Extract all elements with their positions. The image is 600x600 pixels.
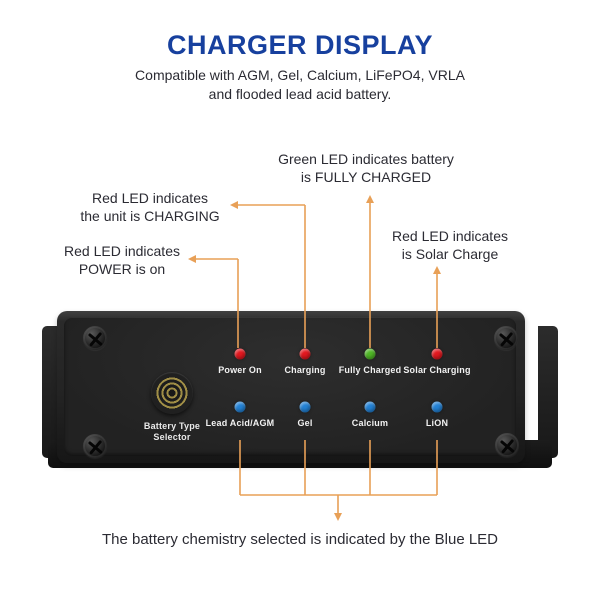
note-charging: Red LED indicates the unit is CHARGING bbox=[80, 189, 219, 225]
subtitle-line-1: Compatible with AGM, Gel, Calcium, LiFeP… bbox=[135, 67, 465, 83]
blue-led-arrowhead-icon bbox=[334, 513, 342, 521]
charger-faceplate: Battery Type Selector Power On Charging … bbox=[64, 317, 519, 458]
note-battery-chemistry: The battery chemistry selected is indica… bbox=[101, 531, 499, 548]
gel-label: Gel bbox=[297, 418, 313, 428]
power-on-led bbox=[234, 348, 246, 360]
page-title: CHARGER DISPLAY bbox=[166, 30, 434, 60]
screw-top-left bbox=[83, 326, 107, 350]
charging-arrowhead-icon bbox=[230, 201, 238, 209]
compatibility-subtitle: Compatible with AGM, Gel, Calcium, LiFeP… bbox=[0, 66, 600, 104]
lion-label: LiON bbox=[425, 418, 449, 428]
screw-top-right bbox=[494, 326, 518, 350]
note-power-line1: Red LED indicates bbox=[64, 243, 180, 259]
battery-type-selector-label: Battery Type Selector bbox=[144, 421, 200, 443]
power-on-label: Power On bbox=[218, 365, 262, 375]
calcium-led bbox=[364, 401, 376, 413]
note-fully-charged: Green LED indicates battery is FULLY CHA… bbox=[278, 150, 454, 186]
note-power-line2: POWER is on bbox=[78, 261, 166, 277]
solar-charging-label: Solar Charging bbox=[403, 365, 471, 375]
note-solar-charge: Red LED indicates is Solar Charge bbox=[392, 227, 508, 263]
mounting-tab-right bbox=[538, 326, 558, 458]
selector-label-line1: Battery Type bbox=[143, 421, 201, 431]
fully-charged-arrowhead-icon bbox=[366, 195, 374, 203]
charging-label: Charging bbox=[284, 365, 326, 375]
screw-bottom-left bbox=[83, 434, 107, 458]
charger-body: Battery Type Selector Power On Charging … bbox=[57, 311, 525, 463]
note-power-on: Red LED indicates POWER is on bbox=[64, 242, 180, 278]
note-charging-line1: Red LED indicates bbox=[92, 190, 208, 206]
note-fully-charged-line2: is FULLY CHARGED bbox=[300, 169, 432, 185]
selector-label-line2: Selector bbox=[153, 432, 191, 442]
lead-acid-agm-label: Lead Acid/AGM bbox=[205, 418, 275, 428]
screw-bottom-right bbox=[495, 433, 519, 457]
note-solar-line1: Red LED indicates bbox=[392, 228, 508, 244]
fully-charged-label: Fully Charged bbox=[338, 365, 402, 375]
note-fully-charged-line1: Green LED indicates battery bbox=[278, 151, 454, 167]
battery-type-selector-button bbox=[151, 372, 193, 414]
charging-led bbox=[299, 348, 311, 360]
subtitle-line-2: and flooded lead acid battery. bbox=[208, 86, 392, 102]
fully-charged-led bbox=[364, 348, 376, 360]
note-charging-line2: the unit is CHARGING bbox=[80, 208, 220, 224]
lion-led bbox=[431, 401, 443, 413]
solar-arrowhead-icon bbox=[433, 266, 441, 274]
power-on-arrowhead-icon bbox=[188, 255, 196, 263]
solar-charging-led bbox=[431, 348, 443, 360]
lead-acid-agm-led bbox=[234, 401, 246, 413]
note-solar-line2: is Solar Charge bbox=[401, 246, 499, 262]
gel-led bbox=[299, 401, 311, 413]
calcium-label: Calcium bbox=[351, 418, 389, 428]
